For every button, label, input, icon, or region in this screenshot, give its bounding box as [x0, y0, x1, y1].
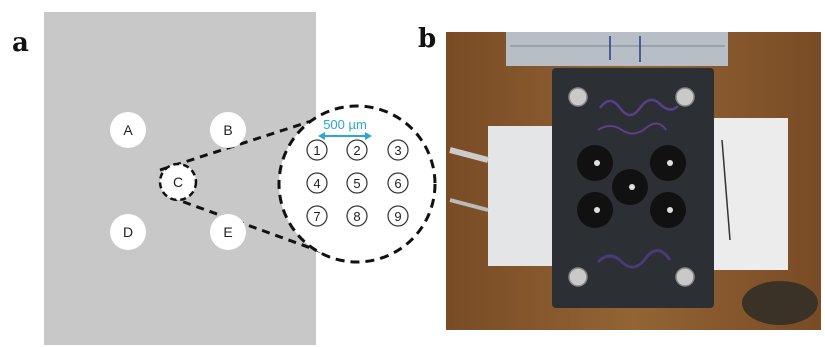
- point-7: 7: [306, 205, 328, 227]
- point-3: 3: [387, 139, 409, 161]
- photo-screw-icon: [568, 267, 588, 287]
- photo-screw-icon: [568, 87, 588, 107]
- point-3-label: 3: [394, 143, 401, 158]
- spot-b: B: [210, 112, 246, 148]
- photo-holes: [577, 145, 686, 228]
- point-9-label: 9: [394, 209, 401, 224]
- spot-a: A: [110, 112, 146, 148]
- spot-d: D: [110, 214, 146, 250]
- photo-screw-icon: [675, 267, 695, 287]
- point-2-label: 2: [353, 143, 360, 158]
- point-8-label: 8: [353, 209, 360, 224]
- zoom-line-top: [159, 113, 331, 172]
- scale-bar-label: 500 µm: [323, 117, 367, 132]
- photo-foil-right: [706, 118, 788, 270]
- point-1-label: 1: [313, 143, 320, 158]
- spot-c: C: [158, 162, 198, 202]
- photo-screw-icon: [675, 87, 695, 107]
- point-6: 6: [387, 172, 409, 194]
- photo-handwriting: [598, 98, 679, 117]
- scale-arrow-right-icon: [365, 132, 372, 140]
- spot-c-label: C: [173, 174, 183, 190]
- point-2: 2: [346, 139, 368, 161]
- panel-label-a: a: [12, 28, 29, 58]
- point-1: 1: [306, 139, 328, 161]
- zoom-line-bottom: [169, 195, 331, 257]
- spot-a-label: A: [123, 122, 133, 138]
- spot-d-label: D: [123, 224, 133, 240]
- point-4-label: 4: [313, 176, 320, 191]
- point-6-label: 6: [394, 176, 401, 191]
- measurement-grid: 1 2 3 4 5 6 7 8 9: [306, 139, 409, 227]
- spot-e: E: [210, 214, 246, 250]
- panel-label-b: b: [418, 24, 437, 54]
- photo-object: [742, 281, 818, 325]
- photo-sample-holder: [446, 32, 821, 330]
- photo-ruler: [506, 32, 728, 66]
- point-9: 9: [387, 205, 409, 227]
- point-5-label: 5: [353, 176, 360, 191]
- scale-bar: 500 µm: [318, 117, 372, 140]
- point-8: 8: [346, 205, 368, 227]
- scale-arrow-left-icon: [318, 132, 325, 140]
- point-7-label: 7: [313, 209, 320, 224]
- point-5: 5: [346, 172, 368, 194]
- photo-foil-left: [488, 126, 554, 266]
- point-4: 4: [306, 172, 328, 194]
- spot-e-label: E: [223, 224, 232, 240]
- spot-b-label: B: [223, 122, 232, 138]
